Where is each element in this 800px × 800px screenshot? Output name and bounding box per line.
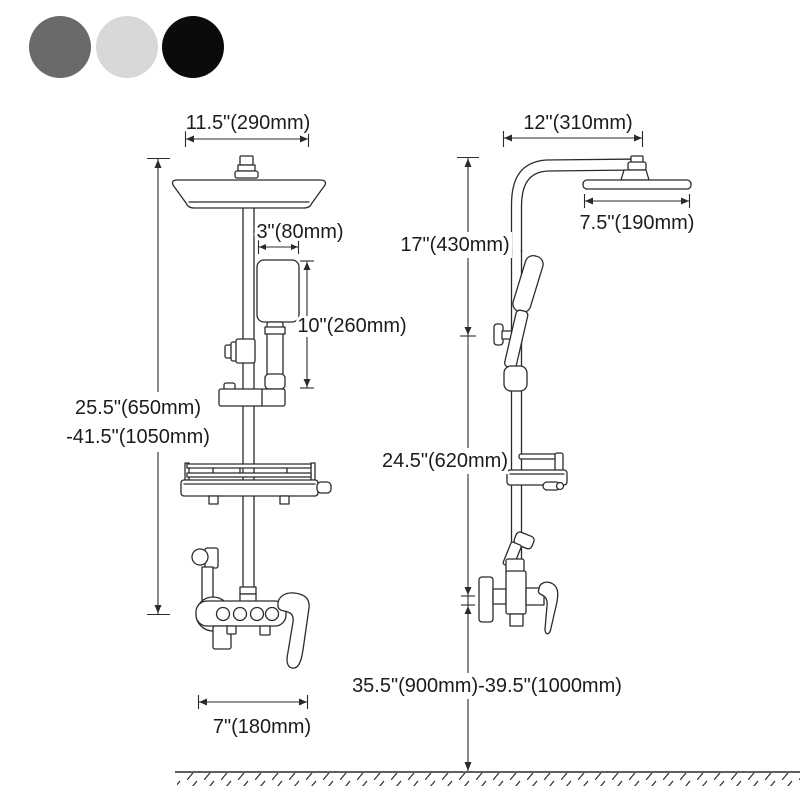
color-swatch-row bbox=[29, 16, 224, 78]
dim-side-height-stack: 17"(430mm) 24.5"(620mm) 35.5"(900mm)-39.… bbox=[349, 156, 625, 771]
side-shower-arm bbox=[510, 158, 642, 253]
front-wall-bracket bbox=[218, 382, 286, 407]
diverter-button[interactable] bbox=[215, 606, 231, 622]
faucet-nub bbox=[226, 625, 237, 635]
dim-side-valve-to-floor-label: 35.5"(900mm)-39.5"(1000mm) bbox=[352, 675, 622, 697]
front-faucet bbox=[195, 592, 310, 669]
diverter-button[interactable] bbox=[264, 606, 280, 622]
dim-front-column-height: 25.5"(650mm) -41.5"(1050mm) bbox=[63, 157, 213, 616]
dim-front-head-width: 11.5"(290mm) bbox=[183, 109, 313, 147]
dim-side-arm-reach: 12"(310mm) bbox=[502, 109, 644, 147]
dim-front-column-height-label-2: -41.5"(1050mm) bbox=[66, 426, 210, 448]
front-head-inlet-fitting bbox=[234, 155, 259, 179]
front-view bbox=[171, 155, 332, 669]
dim-side-head-depth-label: 7.5"(190mm) bbox=[580, 212, 695, 234]
dim-front-hand-shower-width-label: 3"(80mm) bbox=[256, 221, 343, 243]
color-swatch-light-gray[interactable] bbox=[96, 16, 158, 78]
dim-side-head-to-slider-label: 17"(430mm) bbox=[400, 234, 509, 256]
front-slider-clamp bbox=[224, 338, 256, 364]
dim-front-hand-shower-width: 3"(80mm) bbox=[253, 218, 347, 254]
valve-lever-handle[interactable] bbox=[537, 581, 559, 635]
color-swatch-black[interactable] bbox=[162, 16, 224, 78]
valve-escutcheon bbox=[478, 576, 494, 623]
valve-spout bbox=[509, 613, 524, 627]
floor-hatching bbox=[177, 773, 800, 786]
front-hand-shower bbox=[256, 259, 300, 390]
dim-side-head-depth: 7.5"(190mm) bbox=[577, 194, 697, 237]
diverter-button[interactable] bbox=[249, 606, 265, 622]
front-column-coupling bbox=[239, 586, 257, 603]
valve-body bbox=[505, 570, 527, 615]
diverter-button[interactable] bbox=[232, 606, 248, 622]
faucet-lever-handle[interactable] bbox=[277, 592, 310, 669]
dim-front-faucet-width: 7"(180mm) bbox=[197, 695, 314, 741]
faucet-nub bbox=[259, 625, 271, 636]
color-swatch-gray[interactable] bbox=[29, 16, 91, 78]
side-valve bbox=[478, 570, 559, 635]
dim-front-column-height-label-1: 25.5"(650mm) bbox=[75, 397, 201, 419]
dim-side-slider-to-valve-label: 24.5"(620mm) bbox=[382, 450, 508, 472]
floor-line bbox=[175, 771, 800, 786]
front-bidet-sprayer bbox=[191, 547, 219, 607]
side-hand-shower bbox=[503, 254, 544, 392]
side-bidet-sprayer bbox=[502, 531, 535, 575]
front-storage-shelf bbox=[180, 462, 332, 505]
dim-side-arm-reach-label: 12"(310mm) bbox=[523, 112, 632, 134]
side-rain-shower-head bbox=[582, 179, 692, 190]
side-storage-shelf bbox=[506, 452, 568, 491]
dim-front-hand-shower-height-label: 10"(260mm) bbox=[297, 315, 406, 337]
side-view bbox=[478, 155, 692, 635]
dim-front-faucet-width-label: 7"(180mm) bbox=[213, 716, 311, 738]
dim-front-hand-shower-height: 10"(260mm) bbox=[294, 260, 410, 389]
dim-front-head-width-label: 11.5"(290mm) bbox=[186, 112, 311, 134]
front-rain-shower-head bbox=[171, 179, 327, 209]
